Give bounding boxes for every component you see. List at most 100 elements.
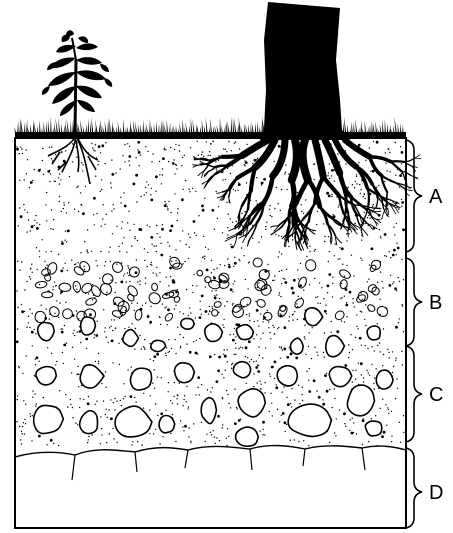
- soil-dot: [123, 237, 124, 238]
- soil-dot: [309, 284, 310, 285]
- grass-blade: [387, 123, 388, 134]
- soil-dot: [284, 421, 287, 424]
- soil-dot: [51, 158, 52, 159]
- soil-dot: [128, 211, 129, 212]
- soil-dot: [200, 301, 201, 302]
- grass-blade: [371, 121, 372, 134]
- soil-dot: [112, 233, 113, 234]
- soil-dot: [260, 388, 261, 389]
- soil-dot: [108, 251, 109, 252]
- soil-dot: [398, 322, 399, 323]
- soil-dot: [398, 209, 399, 210]
- soil-dot: [343, 412, 346, 415]
- soil-dot: [50, 439, 53, 442]
- grass-blade: [37, 125, 38, 134]
- soil-dot: [170, 400, 171, 401]
- soil-dot: [53, 219, 54, 220]
- soil-dot: [298, 441, 299, 442]
- soil-dot: [352, 298, 353, 299]
- soil-dot: [146, 181, 147, 182]
- stone: [123, 330, 139, 347]
- soil-dot: [352, 302, 353, 303]
- soil-dot: [143, 393, 144, 394]
- soil-dot: [222, 179, 223, 180]
- soil-dot: [367, 281, 368, 282]
- soil-dot: [227, 227, 228, 228]
- soil-dot: [169, 246, 170, 247]
- soil-dot: [30, 181, 33, 184]
- soil-dot: [145, 277, 146, 278]
- soil-dot: [43, 174, 44, 175]
- soil-dot: [65, 231, 66, 232]
- soil-dot: [324, 374, 327, 377]
- soil-dot: [242, 347, 243, 348]
- soil-dot: [277, 409, 278, 410]
- soil-dot: [152, 153, 153, 154]
- pebble: [338, 268, 352, 280]
- soil-dot: [294, 439, 295, 440]
- pebble: [61, 307, 74, 320]
- soil-dot: [58, 445, 59, 446]
- soil-dot: [267, 310, 268, 311]
- soil-dot: [378, 185, 379, 186]
- soil-dot: [54, 313, 55, 314]
- soil-dot: [155, 429, 156, 430]
- soil-dot: [292, 314, 293, 315]
- soil-dot: [374, 388, 375, 389]
- soil-dot: [344, 296, 345, 297]
- soil-dot: [61, 331, 64, 334]
- soil-dot: [281, 348, 282, 349]
- soil-dot: [167, 352, 168, 353]
- soil-dot: [139, 165, 140, 166]
- soil-dot: [45, 267, 46, 268]
- soil-dot: [229, 264, 230, 265]
- soil-dot: [34, 220, 35, 221]
- soil-dot: [144, 347, 145, 348]
- soil-dot: [140, 228, 143, 231]
- soil-dot: [197, 353, 198, 354]
- soil-dot: [401, 205, 402, 206]
- soil-dot: [371, 418, 372, 419]
- soil-dot: [392, 372, 393, 373]
- soil-dot: [32, 180, 33, 181]
- soil-dot: [216, 294, 217, 295]
- soil-dot: [360, 193, 361, 194]
- soil-dot: [85, 338, 88, 341]
- soil-dot: [94, 224, 95, 225]
- root: [210, 157, 223, 161]
- soil-dot: [401, 259, 402, 260]
- soil-dot: [71, 260, 72, 261]
- soil-dot: [300, 263, 301, 264]
- soil-dot: [59, 201, 60, 202]
- soil-dot: [331, 321, 332, 322]
- soil-dot: [100, 191, 101, 192]
- soil-dot: [318, 396, 321, 399]
- soil-dot: [288, 320, 289, 321]
- soil-dot: [224, 349, 225, 350]
- grass-blade: [63, 125, 64, 134]
- soil-dot: [297, 306, 298, 307]
- soil-dot: [358, 363, 359, 364]
- soil-dot: [151, 161, 152, 162]
- soil-dot: [59, 390, 60, 391]
- grass-surface: [14, 116, 406, 138]
- soil-dot: [30, 268, 31, 269]
- soil-dot: [324, 332, 325, 333]
- soil-dot: [234, 354, 235, 355]
- soil-dot: [111, 173, 114, 176]
- soil-dot: [190, 147, 191, 148]
- soil-dot: [109, 327, 110, 328]
- soil-dot: [93, 149, 94, 150]
- gravel-pebbles: [34, 255, 390, 324]
- soil-dot: [137, 303, 138, 304]
- soil-dot: [290, 440, 291, 441]
- soil-dot: [35, 364, 36, 365]
- soil-dot: [168, 391, 169, 392]
- soil-dot: [62, 352, 63, 353]
- soil-dot: [25, 355, 26, 356]
- soil-dot: [260, 338, 261, 339]
- soil-dot: [30, 413, 31, 414]
- soil-dot: [261, 236, 262, 237]
- soil-dot: [205, 286, 206, 287]
- soil-dot: [114, 319, 115, 320]
